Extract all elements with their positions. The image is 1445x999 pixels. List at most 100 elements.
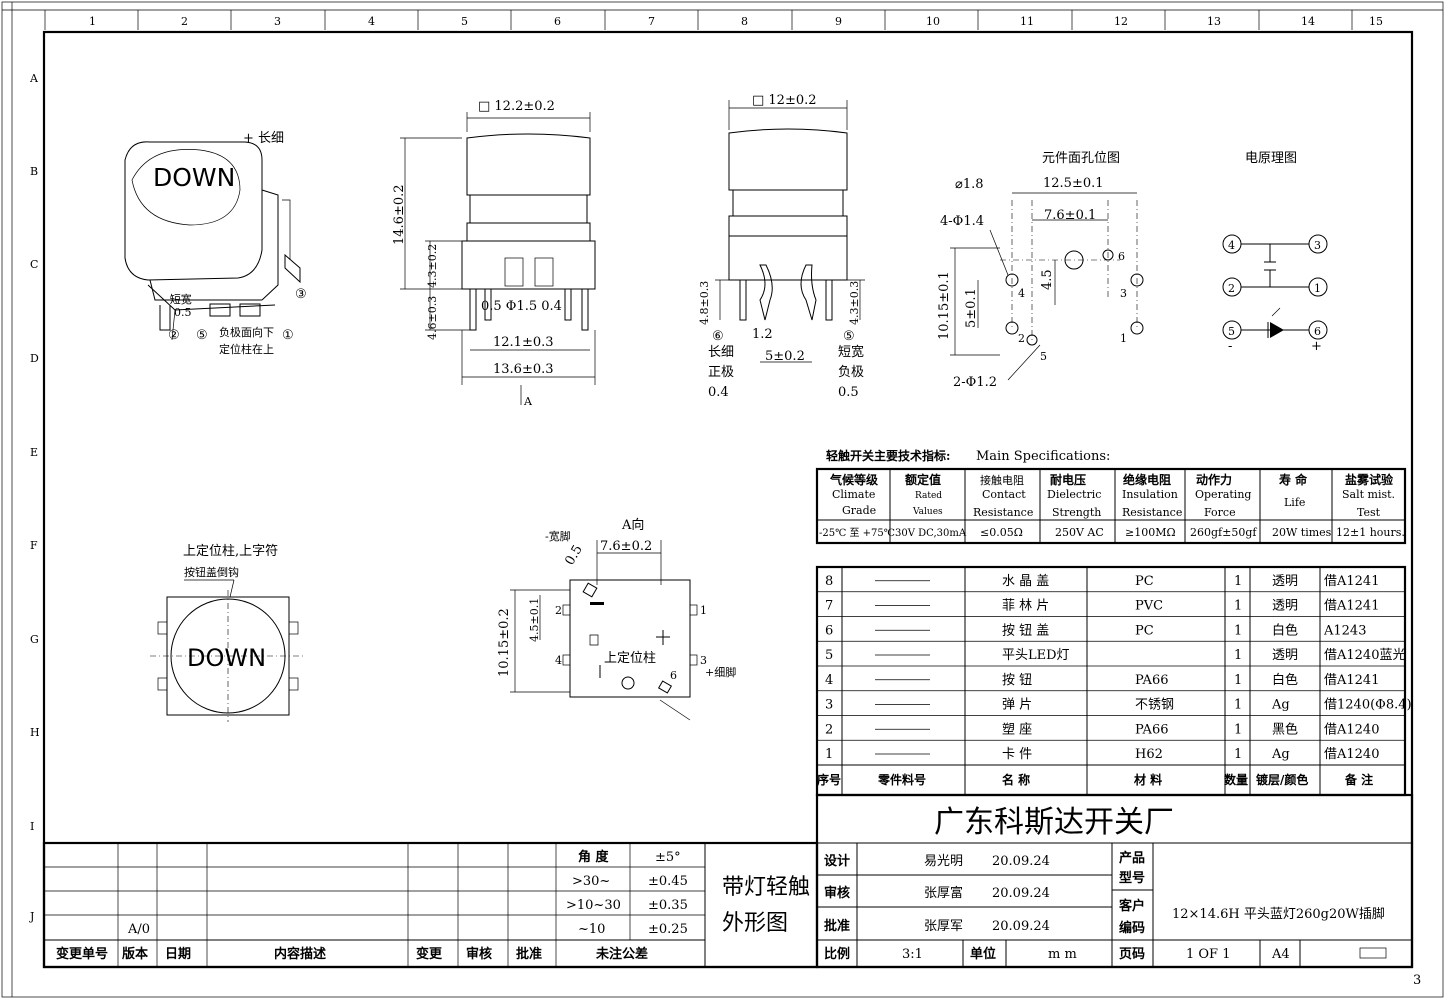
bom-cell-mat: PA66 <box>1135 722 1168 737</box>
tb-unit: m m <box>1048 947 1077 962</box>
tb-date1: 20.09.24 <box>992 854 1050 869</box>
tb-approver: 张厚军 <box>924 919 963 934</box>
iso-pin3: ③ <box>295 287 307 302</box>
tol-v3: ±0.25 <box>648 922 688 937</box>
tb-customer1: 客户 <box>1119 898 1145 914</box>
col-label: 15 <box>1369 15 1383 28</box>
spec-h2-cn: 接触电阻 <box>980 473 1024 487</box>
bom-cell-qty: 1 <box>1234 673 1242 688</box>
bom-cell-mat: PC <box>1135 623 1154 638</box>
bv-pin6: 6 <box>670 669 677 682</box>
bom-cell-no: 3 <box>825 698 833 713</box>
bom-h-no: 序号 <box>817 772 841 787</box>
circuit-pin1: 1 <box>1314 282 1321 295</box>
bom-cell-note: 借A1241 <box>1324 574 1379 589</box>
bom-cell-note: 借A1240蓝光 <box>1324 648 1405 663</box>
bom-cell-qty: 1 <box>1234 599 1242 614</box>
row-label: D <box>30 352 39 365</box>
corner-number: 3 <box>1413 973 1421 988</box>
rev-h3: 内容描述 <box>274 946 326 962</box>
drawing-title2: 外形图 <box>722 911 788 936</box>
bom-cell-qty: 1 <box>1234 574 1242 589</box>
spec-h5-en2: Force <box>1204 506 1236 519</box>
spec-v3: 250V AC <box>1055 526 1104 539</box>
pcb-h3-dim: 4.5 <box>1040 269 1055 290</box>
iso-pin-dim: 0.5 <box>174 306 192 319</box>
pcb-num4: 4 <box>1018 287 1025 300</box>
col-label: 9 <box>835 15 842 28</box>
bv-a-dir: A向 <box>621 517 644 533</box>
spec-h5-en1: Operating <box>1195 488 1251 501</box>
spec-h4-en2: Resistance <box>1122 506 1182 519</box>
spec-h2-en1: Contact <box>982 488 1026 501</box>
pcb-title: 元件面孔位图 <box>1042 151 1120 166</box>
bom-cell-note: A1243 <box>1323 623 1366 638</box>
front-w2-dim: 13.6±0.3 <box>493 362 554 377</box>
tb-product2: 型号 <box>1119 870 1145 886</box>
pcb-w1-dim: 12.5±0.1 <box>1043 176 1104 191</box>
tb-product1: 产品 <box>1119 850 1145 866</box>
spec-v7: 12±1 hours. <box>1336 526 1405 539</box>
tb-design-lbl: 设计 <box>824 853 850 869</box>
tb-scale-lbl: 比例 <box>824 946 850 962</box>
bom-cell-color: 透明 <box>1272 648 1298 663</box>
bom-cell-name: 卡 件 <box>1002 747 1032 762</box>
spec-h4-en1: Insulation <box>1122 488 1178 501</box>
row-label: A <box>29 72 39 85</box>
spec-h3-en1: Dielectric <box>1047 488 1101 501</box>
side-left-lbl3: 0.4 <box>708 385 729 400</box>
col-label: 10 <box>926 15 940 28</box>
bom-cell-qty: 1 <box>1234 747 1242 762</box>
pcb-num1: 1 <box>1120 332 1127 345</box>
bv-thin-pin: +细脚 <box>705 665 736 679</box>
iso-button-text: DOWN <box>153 163 235 192</box>
side-pin5: ⑤ <box>843 329 855 344</box>
circuit-pin6: 6 <box>1314 325 1321 338</box>
top-view: 上定位柱,上字符 按钮盖倒钩 DOWN <box>150 543 306 722</box>
bom-cell-name: 水 晶 盖 <box>1002 574 1049 589</box>
side-r1-dim: 4.3±0.3 <box>848 281 861 325</box>
front-mid-dim: 0.5 Φ1.5 0.4 <box>481 299 562 314</box>
row-label: G <box>30 633 39 646</box>
tb-scale: 3:1 <box>902 947 923 962</box>
spec-h5-cn: 动作力 <box>1196 472 1232 487</box>
bom-cell-note: 借A1240 <box>1324 722 1379 737</box>
pcb-num2: 2 <box>1018 332 1025 345</box>
bom-cell-no: 2 <box>825 722 833 737</box>
rev-version: A/0 <box>127 922 150 937</box>
spec-h6-en1: Life <box>1284 496 1305 509</box>
bom-cell-note: 借A1241 <box>1324 599 1379 614</box>
rev-h6: 批准 <box>516 946 542 962</box>
iso-neg-note1: 负极面向下 <box>219 325 274 339</box>
spec-h1-cn: 额定值 <box>905 472 941 487</box>
bom-cell-name: 平头LED灯 <box>1002 648 1070 663</box>
side-left-lbl1: 长细 <box>708 345 734 360</box>
side-top-dim: □ 12±0.2 <box>752 93 817 108</box>
bom-cell-mat: PA66 <box>1135 673 1168 688</box>
rev-h2: 日期 <box>165 947 191 962</box>
spec-v6: 20W times <box>1272 526 1332 539</box>
bom-cell-name: 塑 座 <box>1002 722 1032 737</box>
bv-wide: -宽脚 <box>545 529 571 543</box>
pcb-phi18: ⌀1.8 <box>955 177 984 192</box>
bom-cell-color: Ag <box>1271 698 1290 713</box>
drawing-title1: 带灯轻触 <box>722 875 810 900</box>
tb-desc: 12×14.6H 平头蓝灯260g20W插脚 <box>1172 906 1385 922</box>
spec-h1-en2: Values <box>912 507 943 517</box>
bom-cell-note: 借A1241 <box>1324 673 1379 688</box>
tb-date3: 20.09.24 <box>992 919 1050 934</box>
bom-cell-color: 透明 <box>1272 599 1298 614</box>
bom-cell-mat: PVC <box>1135 599 1163 614</box>
col-label: 4 <box>368 15 375 28</box>
bv-pin3: 3 <box>700 654 707 667</box>
bom-cell-mat: PC <box>1135 574 1154 589</box>
bom-cell-name: 按 钮 <box>1002 673 1032 688</box>
circuit-minus: - <box>1228 339 1232 354</box>
front-h1-dim: 4.3±0.2 <box>426 244 439 288</box>
row-label: F <box>30 539 38 552</box>
col-label: 11 <box>1020 15 1034 28</box>
iso-pin5: ⑤ <box>196 328 208 343</box>
pcb-h2-dim: 5±0.1 <box>964 288 979 328</box>
tb-size: A4 <box>1271 947 1290 962</box>
